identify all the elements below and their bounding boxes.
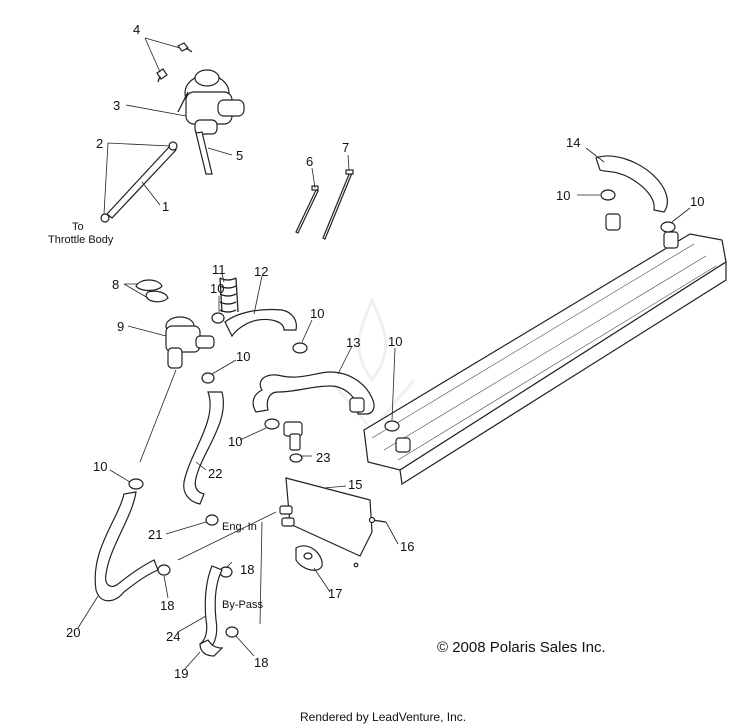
part-bracket-15 — [279, 477, 373, 557]
note-to: To — [72, 221, 84, 233]
callout-10-b: 10 — [690, 194, 704, 209]
callout-6: 6 — [306, 154, 313, 169]
callout-17: 17 — [328, 586, 342, 601]
callout-19: 19 — [174, 666, 188, 681]
callout-10-h: 10 — [93, 459, 107, 474]
callout-4: 4 — [133, 22, 140, 37]
callout-18-c: 18 — [254, 655, 268, 670]
part-heat-exchanger — [349, 213, 727, 486]
callout-5: 5 — [236, 148, 243, 163]
callout-16: 16 — [400, 539, 414, 554]
part-bushing-17 — [295, 545, 323, 571]
leader-lines — [77, 37, 691, 671]
callout-3: 3 — [113, 98, 120, 113]
part-clamps-10 — [128, 189, 676, 490]
callout-2: 2 — [96, 136, 103, 151]
diagram-notes: To Throttle Body Eng. In By-Pass — [48, 221, 263, 611]
callout-7: 7 — [342, 140, 349, 155]
callout-labels: 4 3 2 5 1 6 7 14 10 10 8 11 12 10 10 9 1… — [66, 22, 704, 681]
part-hose-13 — [252, 371, 375, 415]
part-ties — [295, 169, 354, 240]
callout-8: 8 — [112, 277, 119, 292]
callout-23: 23 — [316, 450, 330, 465]
callout-18-a: 18 — [240, 562, 254, 577]
callout-10-g: 10 — [228, 434, 242, 449]
callout-10-f: 10 — [236, 349, 250, 364]
part-clamps-18 — [157, 564, 239, 638]
part-cap-8 — [135, 279, 169, 303]
part-spring-11 — [219, 277, 239, 313]
callout-22: 22 — [208, 466, 222, 481]
note-throttle-body: Throttle Body — [48, 234, 114, 246]
part-thermostat-housing — [177, 69, 245, 135]
callout-15: 15 — [348, 477, 362, 492]
callout-10-d: 10 — [310, 306, 324, 321]
callout-10-c: 10 — [210, 281, 224, 296]
footer-credit: Rendered by LeadVenture, Inc. — [300, 710, 466, 724]
part-screw-16 — [353, 516, 387, 568]
callout-20: 20 — [66, 625, 80, 640]
part-fitting-23 — [283, 421, 303, 463]
callout-21: 21 — [148, 527, 162, 542]
note-by-pass: By-Pass — [222, 599, 263, 611]
callout-12: 12 — [254, 264, 268, 279]
callout-10-a: 10 — [556, 188, 570, 203]
callout-13: 13 — [346, 335, 360, 350]
part-hose-5 — [195, 131, 213, 175]
callout-14: 14 — [566, 135, 580, 150]
part-hose-22 — [183, 391, 224, 505]
copyright-text: © 2008 Polaris Sales Inc. — [437, 639, 606, 656]
callout-11: 11 — [212, 262, 226, 277]
note-eng-in: Eng. In — [222, 521, 257, 533]
part-clamp-21 — [205, 514, 219, 526]
callout-1: 1 — [162, 199, 169, 214]
callout-24: 24 — [166, 629, 180, 644]
part-housing-9 — [165, 316, 215, 369]
callout-9: 9 — [117, 319, 124, 334]
part-hose-12 — [224, 308, 297, 338]
part-hose-14 — [595, 155, 668, 213]
part-hose-19 — [199, 639, 224, 657]
part-bolts — [156, 42, 193, 83]
callout-10-e: 10 — [388, 334, 402, 349]
part-hose-20 — [94, 491, 159, 602]
part-hose-24 — [198, 565, 223, 651]
callout-18-b: 18 — [160, 598, 174, 613]
